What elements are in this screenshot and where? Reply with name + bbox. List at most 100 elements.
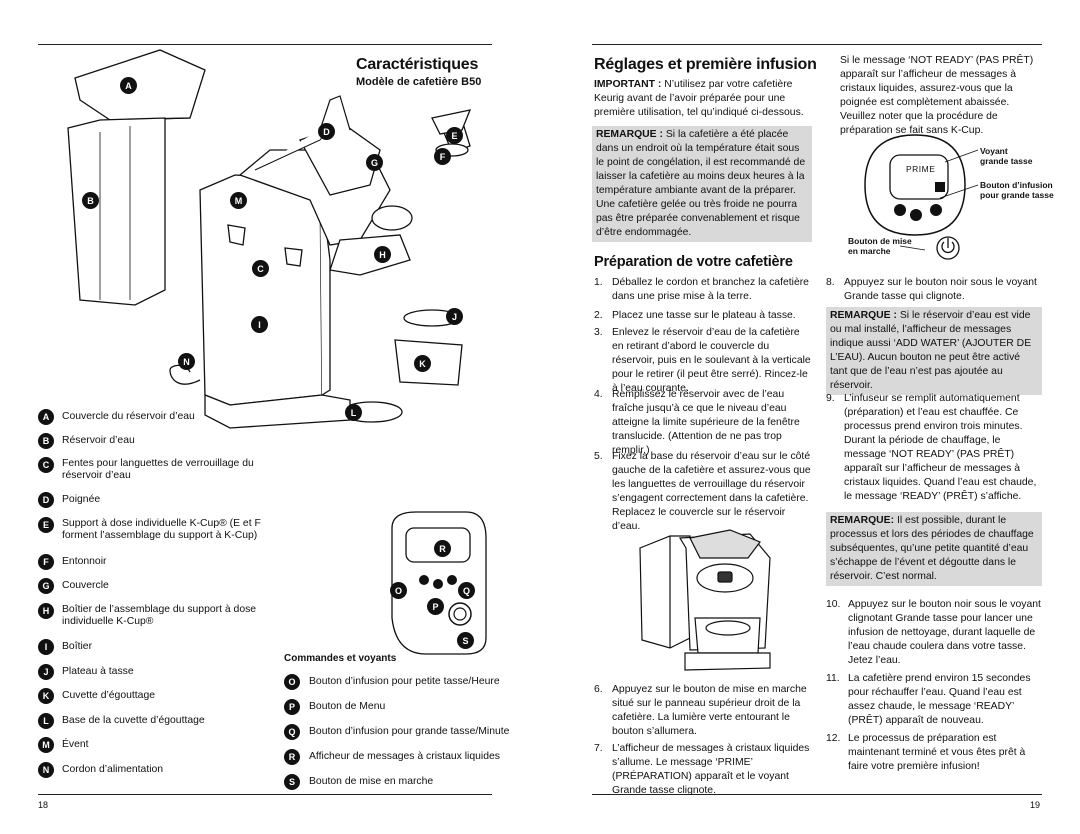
callout-M: M — [230, 192, 247, 209]
control-text: Bouton d’infusion pour grande tasse/Minu… — [309, 726, 510, 737]
legend-badge: E — [38, 517, 54, 533]
callout-D: D — [318, 123, 335, 140]
step-text: Enlevez le réservoir d’eau de la cafetiè… — [612, 327, 811, 394]
step-number: 2. — [594, 310, 603, 321]
note-text: Il est possible, durant le processus et … — [830, 515, 1034, 582]
features-title: Caractéristiques — [356, 56, 479, 73]
control-text: Bouton d’infusion pour petite tasse/Heur… — [309, 676, 500, 687]
step-text: Appuyez sur le bouton noir sous le voyan… — [848, 599, 1041, 666]
control-text: Afficheur de messages à cristaux liquide… — [309, 751, 500, 762]
legend-item: H Boîtier de l’assemblage du support à do… — [38, 603, 278, 628]
step-text: L’afficheur de messages à cristaux liqui… — [612, 743, 810, 796]
control-badge: O — [284, 674, 300, 690]
step-number: 11. — [826, 673, 840, 684]
legend-badge: I — [38, 639, 54, 655]
legend-text: Évent — [62, 739, 89, 750]
step-text: Placez une tasse sur le plateau à tasse. — [612, 310, 796, 321]
callout-K: K — [414, 355, 431, 372]
step-number: 3. — [594, 327, 603, 338]
control-item: R Afficheur de messages à cristaux liquid… — [284, 749, 524, 765]
callout-C: C — [252, 260, 269, 277]
note-text: Si le réservoir d’eau est vide ou mal in… — [830, 310, 1032, 391]
step-text: Remplissez le réservoir avec de l’eau fr… — [612, 389, 800, 456]
top-rule-right — [592, 44, 1042, 45]
note-freezing: REMARQUE : Si la cafetière a été placée … — [592, 126, 812, 242]
legend-text: Plateau à tasse — [62, 666, 134, 677]
callout-N: N — [178, 353, 195, 370]
legend-badge: A — [38, 409, 54, 425]
callout-J: J — [446, 308, 463, 325]
legend-badge: G — [38, 578, 54, 594]
control-badge: P — [284, 699, 300, 715]
step-item: 3. Enlevez le réservoir d’eau de la cafet… — [594, 326, 814, 396]
voyant-line1: Voyant — [980, 146, 1008, 156]
power-line2: en marche — [848, 246, 891, 256]
note-label: REMARQUE : — [596, 129, 663, 140]
legend-item: L Base de la cuvette d’égouttage — [38, 713, 278, 729]
step-number: 12. — [826, 733, 841, 744]
step-item: 12. Le processus de préparation est maint… — [826, 732, 1042, 774]
legend-item: J Plateau à tasse — [38, 664, 278, 680]
legend-item: M Évent — [38, 737, 278, 753]
step-text: Appuyez sur le bouton de mise en marche … — [612, 684, 807, 737]
step-number: 1. — [594, 277, 603, 288]
section-title-preparation: Préparation de votre cafetière — [594, 254, 793, 270]
callout-I: I — [251, 316, 268, 333]
note-vent: REMARQUE: Il est possible, durant le pro… — [826, 512, 1042, 586]
callout-O: O — [390, 582, 407, 599]
voyant-label: Voyant grande tasse — [980, 146, 1040, 166]
legend-text: Boîtier de l’assemblage du support à dos… — [62, 604, 257, 627]
legend-badge: L — [38, 713, 54, 729]
step-number: 8. — [826, 277, 835, 288]
legend-text: Base de la cuvette d’égouttage — [62, 715, 205, 726]
control-text: Bouton de mise en marche — [309, 776, 434, 787]
not-ready-paragraph: Si le message ‘NOT READY’ (PAS PRÊT) app… — [840, 55, 1034, 136]
legend-text: Couvercle — [62, 580, 109, 591]
legend-badge: M — [38, 737, 54, 753]
step-text: L’infuseur se remplit automatiquement (p… — [844, 393, 1037, 502]
step-item: 2. Placez une tasse sur le plateau à tass… — [594, 309, 814, 323]
callout-H: H — [374, 246, 391, 263]
step-item: 9.L’infuseur se remplit automatiquement … — [826, 392, 1042, 504]
brewer-exploded-illustration — [67, 49, 472, 429]
legend-badge: D — [38, 492, 54, 508]
legend-badge: H — [38, 603, 54, 619]
step-number: 10. — [826, 599, 841, 610]
note-label: REMARQUE : — [830, 310, 897, 321]
step-number: 4. — [594, 389, 603, 400]
control-item: O Bouton d’infusion pour petite tasse/Heu… — [284, 674, 524, 690]
legend-badge: J — [38, 664, 54, 680]
legend-badge: N — [38, 762, 54, 778]
step-text: Appuyez sur le bouton noir sous le voyan… — [844, 277, 1037, 302]
control-badge: R — [284, 749, 300, 765]
legend-text: Couvercle du réservoir d’eau — [62, 411, 195, 422]
step-text: Fixez la base du réservoir d’eau sur le … — [612, 451, 811, 532]
voyant-line2: grande tasse — [980, 156, 1033, 166]
control-badge: Q — [284, 724, 300, 740]
legend-item: A Couvercle du réservoir d’eau — [38, 409, 278, 425]
control-panel-illustration — [391, 511, 487, 655]
step-item: 10. Appuyez sur le bouton noir sous le vo… — [826, 598, 1042, 668]
note-text: Si la cafetière a été placée dans un end… — [596, 129, 806, 238]
power-line1: Bouton de mise — [848, 236, 912, 246]
step-number: 6. — [594, 684, 603, 695]
legend-badge: K — [38, 688, 54, 704]
step-item: 8. Appuyez sur le bouton noir sous le voy… — [826, 276, 1042, 304]
step-item: 4. Remplissez le réservoir avec de l’eau … — [594, 388, 814, 458]
callout-R: R — [434, 540, 451, 557]
callout-L: L — [345, 404, 362, 421]
step-item: 1.Déballez le cordon et branchez la cafe… — [594, 276, 814, 304]
bottom-rule-left — [38, 794, 492, 795]
step-text: Le processus de préparation est maintena… — [848, 733, 1026, 772]
controls-title: Commandes et voyants — [284, 653, 397, 664]
power-button-label: Bouton de mise en marche — [848, 236, 928, 256]
control-item: Q Bouton d’infusion pour grande tasse/Min… — [284, 724, 524, 740]
brewer-front-illustration — [639, 529, 771, 671]
